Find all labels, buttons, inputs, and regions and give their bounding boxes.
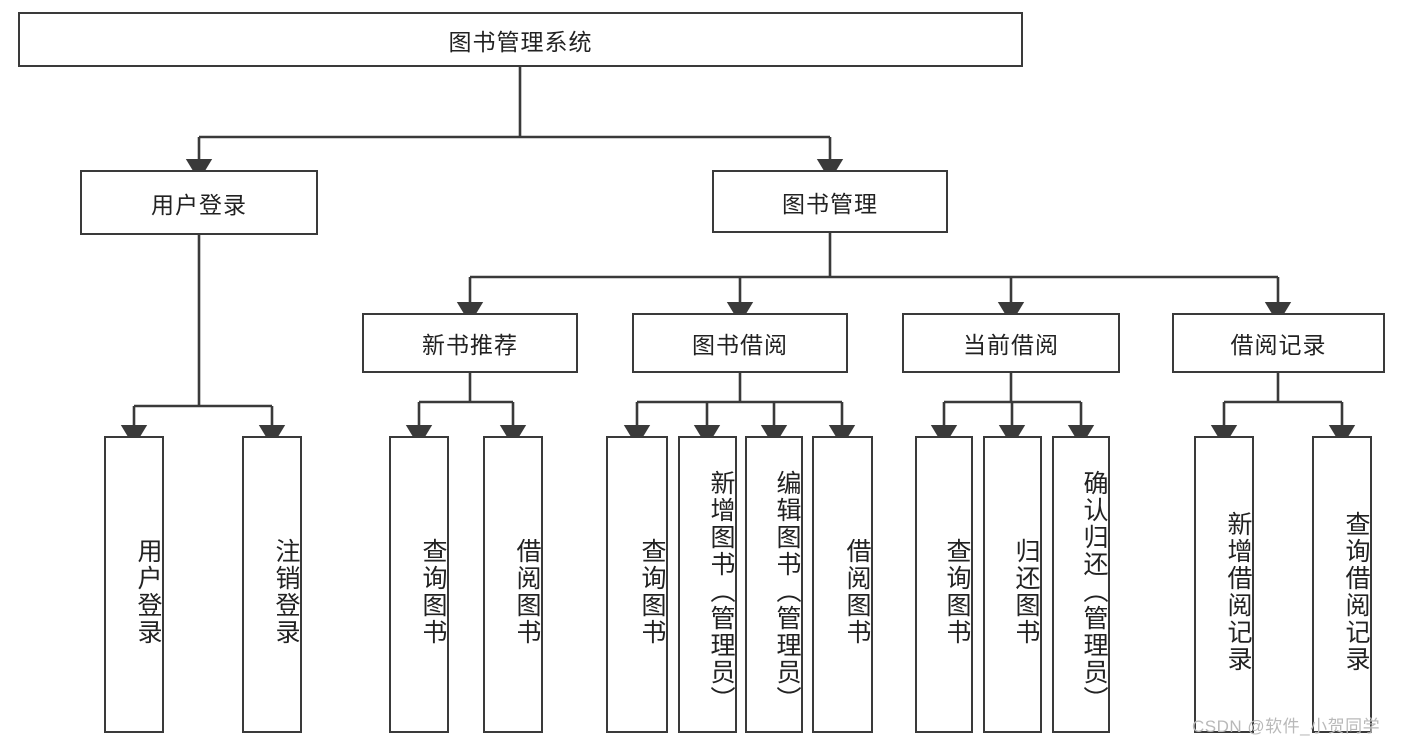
leaf-query-book-current[interactable]: 查询图书	[915, 436, 973, 733]
leaf-add-book-admin-label: 新增图书（管理员）	[707, 470, 735, 713]
leaf-add-borrow-record[interactable]: 新增借阅记录	[1194, 436, 1254, 733]
leaf-query-book-new-label: 查询图书	[419, 537, 447, 646]
leaf-add-book-admin[interactable]: 新增图书（管理员）	[678, 436, 737, 733]
leaf-edit-book-admin-label: 编辑图书（管理员）	[773, 470, 801, 713]
leaf-query-book-new[interactable]: 查询图书	[389, 436, 449, 733]
leaf-user-login-label: 用户登录	[134, 537, 162, 646]
node-book-management-label: 图书管理	[782, 190, 878, 217]
node-new-book-recommend-label: 新书推荐	[422, 332, 518, 358]
node-user-login[interactable]: 用户登录	[80, 170, 318, 235]
leaf-confirm-return-admin-label: 确认归还（管理员）	[1080, 470, 1108, 713]
leaf-borrow-book-label: 借阅图书	[843, 537, 871, 646]
node-root[interactable]: 图书管理系统	[18, 12, 1023, 67]
leaf-query-borrow-record[interactable]: 查询借阅记录	[1312, 436, 1372, 733]
leaf-return-book-label: 归还图书	[1012, 537, 1040, 646]
leaf-borrow-book[interactable]: 借阅图书	[812, 436, 873, 733]
leaf-logout[interactable]: 注销登录	[242, 436, 302, 733]
node-book-borrow[interactable]: 图书借阅	[632, 313, 848, 373]
node-new-book-recommend[interactable]: 新书推荐	[362, 313, 578, 373]
node-book-management[interactable]: 图书管理	[712, 170, 948, 233]
node-root-label: 图书管理系统	[448, 28, 593, 55]
leaf-logout-label: 注销登录	[272, 537, 300, 646]
leaf-confirm-return-admin[interactable]: 确认归还（管理员）	[1052, 436, 1110, 733]
leaf-return-book[interactable]: 归还图书	[983, 436, 1042, 733]
watermark-text: CSDN @软件_小贺同学	[1192, 717, 1381, 736]
node-borrow-records-label: 借阅记录	[1230, 332, 1327, 358]
node-current-borrow-label: 当前借阅	[963, 332, 1059, 358]
leaf-edit-book-admin[interactable]: 编辑图书（管理员）	[745, 436, 803, 733]
leaf-borrow-book-new[interactable]: 借阅图书	[483, 436, 543, 733]
leaf-query-book-borrow-label: 查询图书	[638, 537, 666, 646]
leaf-borrow-book-new-label: 借阅图书	[513, 537, 541, 646]
leaf-query-book-borrow[interactable]: 查询图书	[606, 436, 668, 733]
leaf-add-borrow-record-label: 新增借阅记录	[1224, 510, 1252, 673]
node-user-login-label: 用户登录	[151, 191, 247, 218]
node-borrow-records[interactable]: 借阅记录	[1172, 313, 1385, 373]
node-book-borrow-label: 图书借阅	[692, 332, 788, 358]
node-current-borrow[interactable]: 当前借阅	[902, 313, 1120, 373]
leaf-query-book-current-label: 查询图书	[943, 537, 971, 646]
leaf-query-borrow-record-label: 查询借阅记录	[1342, 510, 1370, 673]
leaf-user-login[interactable]: 用户登录	[104, 436, 164, 733]
